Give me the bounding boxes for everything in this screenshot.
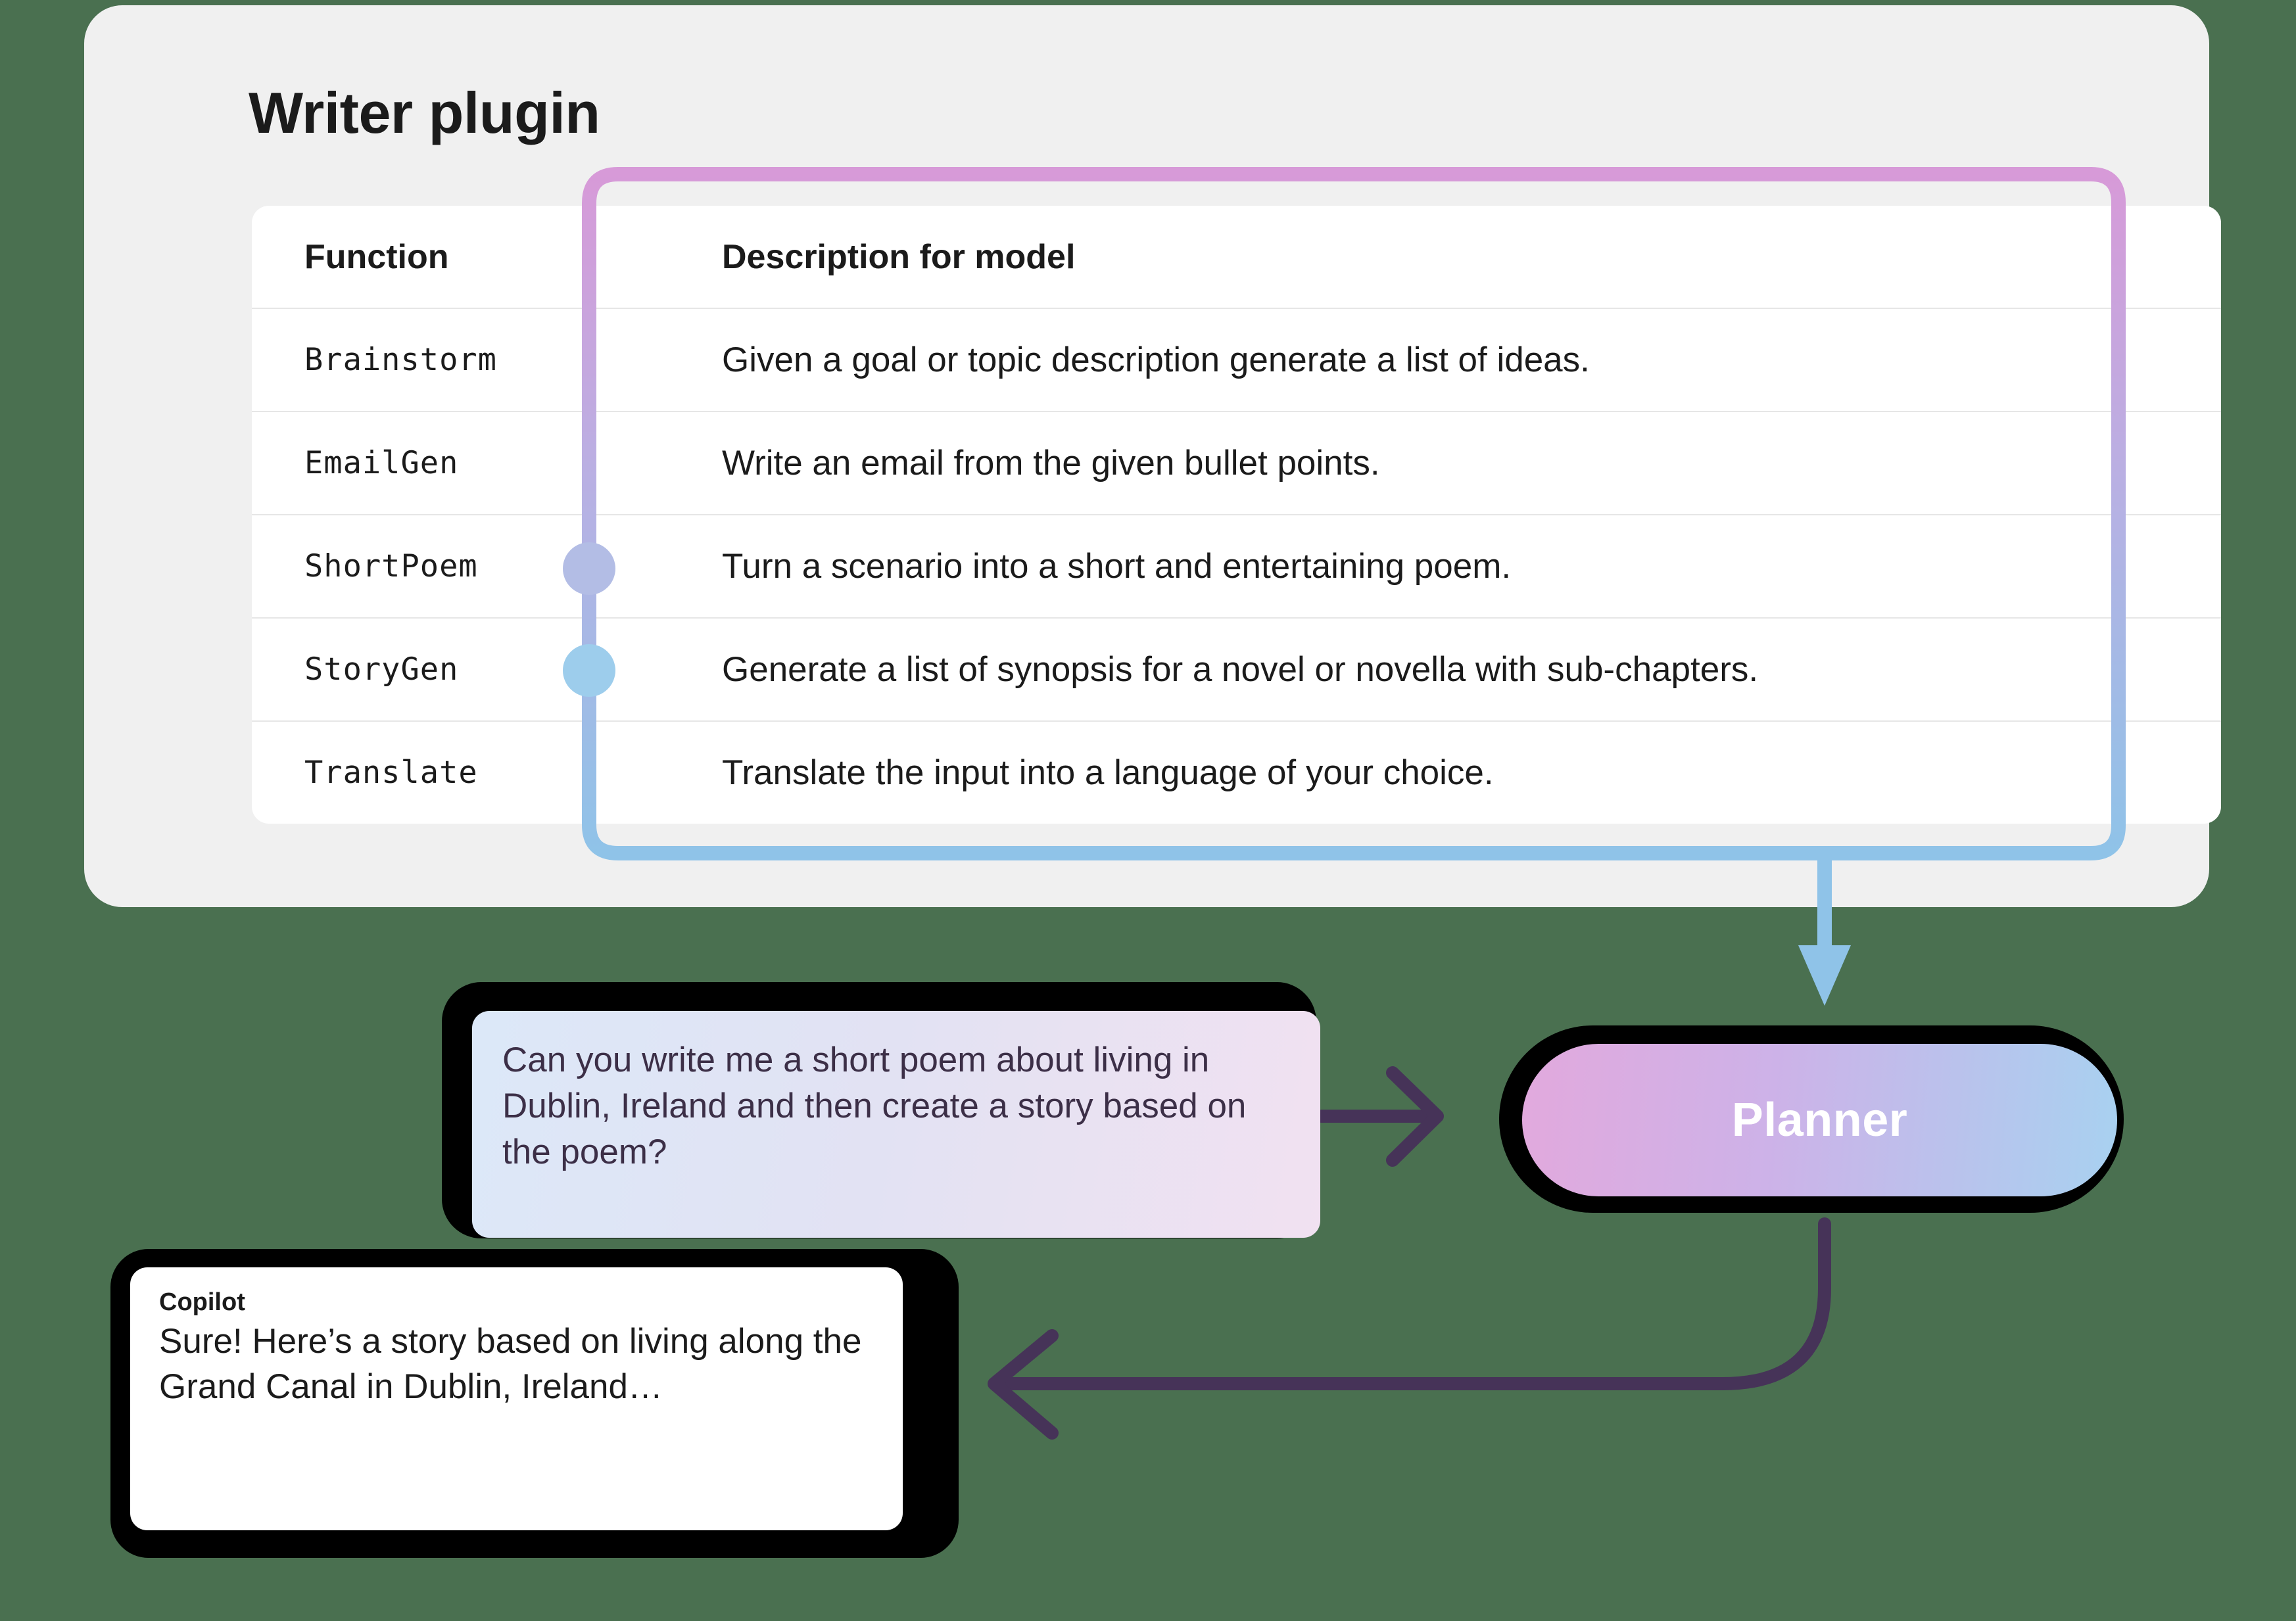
page-title: Writer plugin: [249, 80, 600, 145]
column-header-function: Function: [304, 237, 449, 276]
table-row[interactable]: ShortPoem Turn a scenario into a short a…: [252, 514, 2221, 617]
user-bubble-body: Can you write me a short poem about livi…: [472, 1011, 1320, 1238]
copilot-sender-label: Copilot: [159, 1288, 245, 1316]
column-header-description: Description for model: [722, 237, 1076, 276]
table-row[interactable]: EmailGen Write an email from the given b…: [252, 411, 2221, 514]
user-message-bubble[interactable]: Can you write me a short poem about livi…: [442, 982, 1329, 1245]
table-row[interactable]: Translate Translate the input into a lan…: [252, 720, 2221, 824]
cell-function-name: EmailGen: [304, 445, 459, 481]
cell-function-name: ShortPoem: [304, 548, 478, 584]
request-arrow-head: [1386, 1066, 1444, 1167]
cell-description: Turn a scenario into a short and enterta…: [722, 547, 1512, 586]
cell-description: Given a goal or topic description genera…: [722, 341, 1590, 379]
user-message-text: Can you write me a short poem about livi…: [502, 1041, 1247, 1171]
copilot-message-bubble[interactable]: Copilot Sure! Here’s a story based on li…: [110, 1249, 965, 1564]
cell-description: Generate a list of synopsis for a novel …: [722, 650, 1759, 689]
table-header-row: Function Description for model: [252, 206, 2221, 308]
cell-function-name: Brainstorm: [304, 342, 497, 378]
cell-function-name: Translate: [304, 755, 478, 791]
cell-description: Write an email from the given bullet poi…: [722, 444, 1380, 482]
planner-node[interactable]: Planner: [1499, 1025, 2143, 1223]
plugin-to-planner-arrowhead: [1798, 945, 1851, 1006]
cell-function-name: StoryGen: [304, 651, 459, 688]
copilot-bubble-body: Copilot Sure! Here’s a story based on li…: [130, 1267, 903, 1530]
writer-plugin-card: Writer plugin Function Description for m…: [84, 5, 2221, 907]
response-arrow-head: [988, 1329, 1059, 1440]
table-row[interactable]: Brainstorm Given a goal or topic descrip…: [252, 308, 2221, 411]
planner-pill: Planner: [1522, 1044, 2117, 1196]
planner-label: Planner: [1731, 1094, 1908, 1146]
functions-table: Function Description for model Brainstor…: [252, 206, 2221, 824]
table-row[interactable]: StoryGen Generate a list of synopsis for…: [252, 617, 2221, 720]
cell-description: Translate the input into a language of y…: [722, 753, 1494, 792]
copilot-message-text: Sure! Here’s a story based on living alo…: [159, 1322, 862, 1406]
response-arrow-shaft: [996, 1217, 1831, 1390]
